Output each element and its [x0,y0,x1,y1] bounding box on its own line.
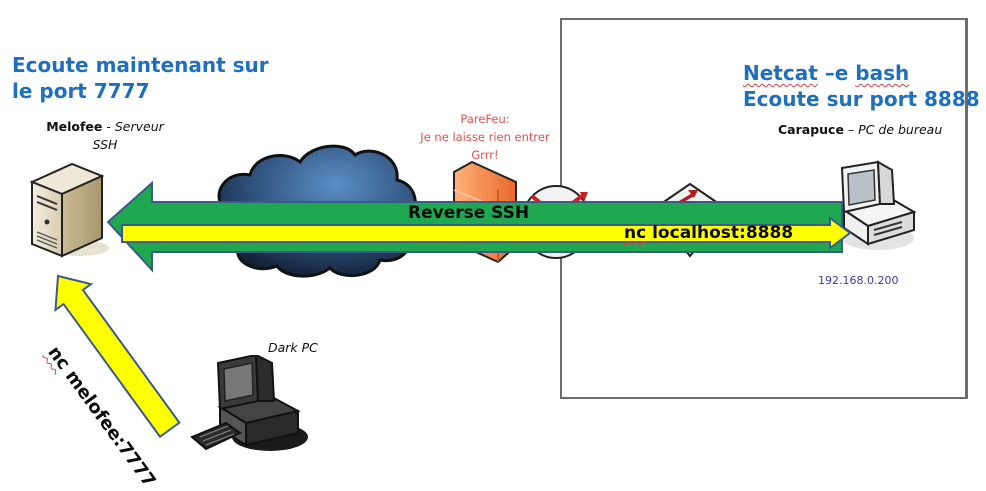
server-status-line1: Ecoute maintenant sur [12,53,269,77]
nc-localhost-arrow [121,216,852,250]
netcat-word: Netcat [743,61,818,85]
client-role: PC de bureau [858,122,943,137]
server-role-line1: Serveur [114,119,164,134]
attacker-name: Dark PC [268,340,318,355]
server-status-title: Ecoute maintenant sur le port 7777 [12,52,269,104]
client-ip: 192.168.0.200 [818,274,899,287]
firewall-label-line2: Je ne laisse rien entrer [420,130,550,144]
nc-localhost-target: localhost:8888 [646,223,794,243]
netcat-flag: –e [817,61,856,85]
server-role-line2: SSH [92,137,118,152]
attacker-label: Dark PC [268,340,318,355]
nc-localhost-label: nc localhost:8888 [624,223,793,243]
bash-word: bash [855,61,910,85]
nc-melofee-arrow [54,274,181,439]
server-name: Melofee [46,119,103,134]
server-status-line2: le port 7777 [12,79,150,103]
firewall-label-line1: PareFeu: [460,112,510,126]
server-label: Melofee - Serveur SSH [40,118,170,154]
arrows-layer [54,180,852,439]
firewall-label-line3: Grrr! [471,148,499,162]
server-label-separator: - [102,119,115,134]
nc-localhost-cmd: nc [624,223,647,243]
client-status-title: Netcat –e bash Ecoute sur port 8888 [743,60,980,112]
dark-pc-icon [190,355,308,451]
firewall-label: PareFeu: Je ne laisse rien entrer Grrr! [405,110,565,164]
client-name: Carapuce [778,122,844,137]
client-label: Carapuce – PC de bureau [778,122,942,137]
server-icon [29,162,109,258]
desktop-pc-icon [840,160,917,250]
client-label-separator: – [843,122,859,137]
reverse-ssh-label: Reverse SSH [408,203,530,223]
client-status-line2: Ecoute sur port 8888 [743,87,980,111]
